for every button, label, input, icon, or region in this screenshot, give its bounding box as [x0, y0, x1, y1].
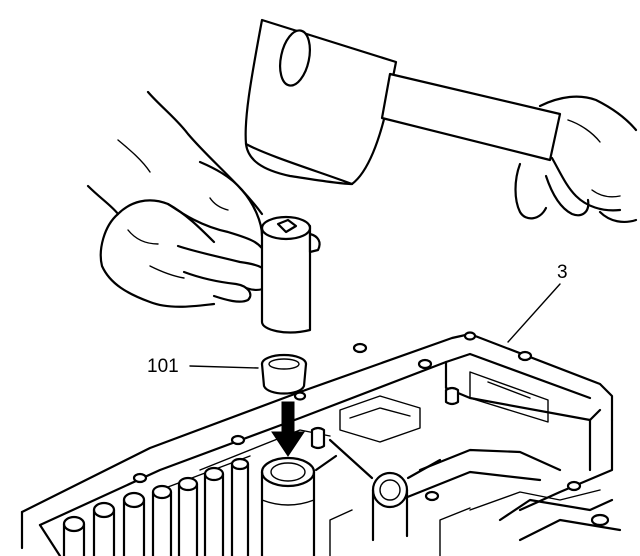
installer-tool-icon [260, 215, 321, 334]
hammer-icon [244, 18, 562, 186]
right-hand [514, 95, 638, 223]
callout-3: 3 [507, 262, 568, 343]
callout-3-label: 3 [557, 262, 568, 283]
callout-101: 101 [147, 356, 259, 377]
callout-101-label: 101 [147, 356, 179, 377]
arrow-down-icon [271, 401, 305, 457]
plug-part [260, 353, 308, 395]
valve-body-housing [20, 331, 622, 556]
left-hand [86, 90, 272, 308]
